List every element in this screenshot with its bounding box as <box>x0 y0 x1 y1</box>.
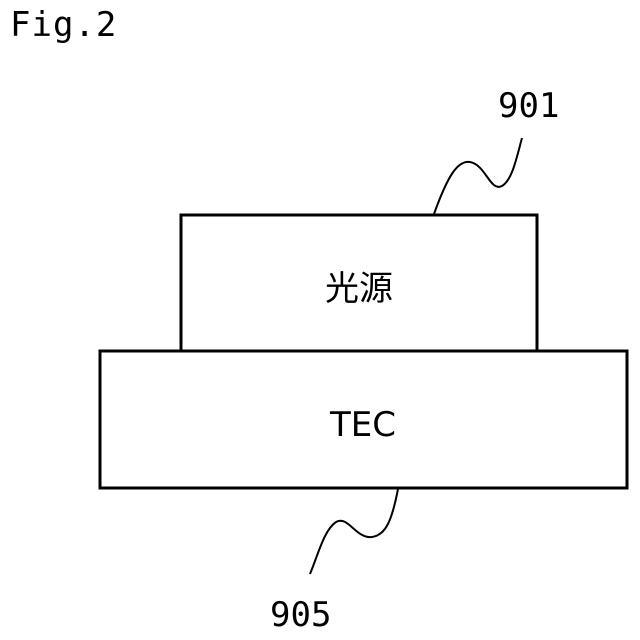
tec-label: TEC <box>329 405 396 445</box>
leader-line-901 <box>434 138 522 214</box>
reference-number-905: 905 <box>270 595 331 635</box>
reference-number-901: 901 <box>498 86 559 126</box>
light-source-label: 光源 <box>325 269 393 309</box>
leader-line-905 <box>310 489 398 574</box>
